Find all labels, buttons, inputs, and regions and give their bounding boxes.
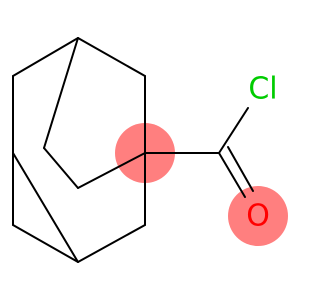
bond-carbonyl-o-2 <box>227 146 254 192</box>
oxygen-atom-highlight <box>228 186 288 246</box>
oxygen-atom-label: O <box>246 199 270 234</box>
bond-c4-c7 <box>43 147 79 189</box>
bond-c9-c8 <box>12 224 79 263</box>
bond-c1-c3 <box>77 37 146 77</box>
bond-carbonyl-o-1 <box>218 152 246 198</box>
bond-c1-c2 <box>12 37 79 77</box>
bond-c1-c4 <box>43 37 79 149</box>
bond-c10-c8 <box>77 224 146 263</box>
chlorine-atom-label: Cl <box>248 72 277 107</box>
molecule-structure-diagram: Cl O <box>12 37 288 263</box>
bond-c5-c8 <box>12 152 79 263</box>
bond-c7-c6 <box>77 152 146 189</box>
bond-carbonyl-cl <box>218 107 249 154</box>
